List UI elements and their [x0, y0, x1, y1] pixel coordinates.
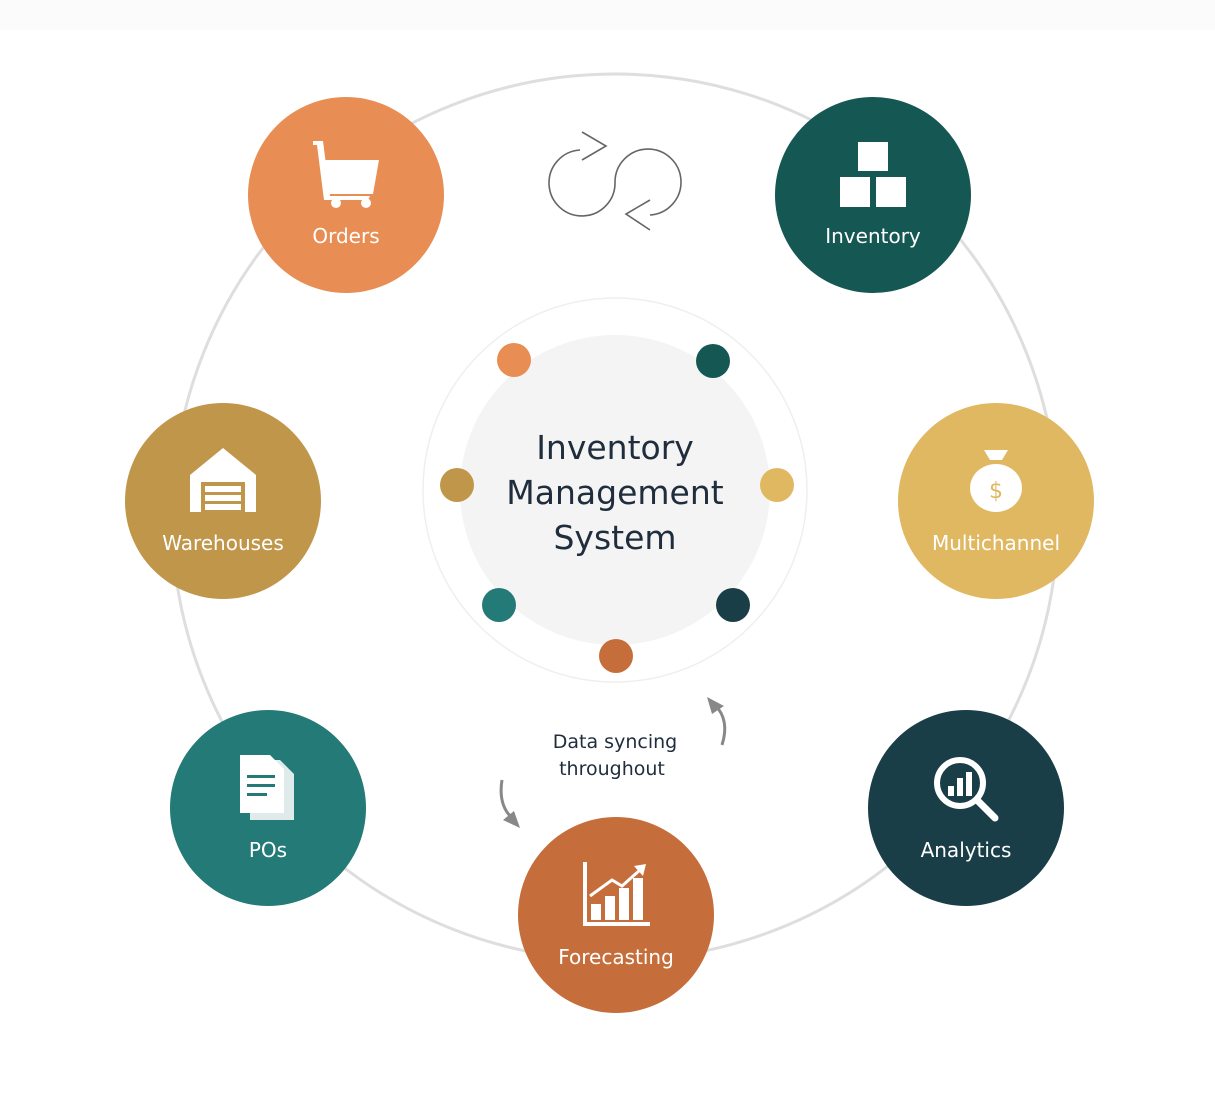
node-circle: [518, 817, 714, 1013]
node-label: POs: [249, 838, 287, 862]
connector-dot: [599, 639, 633, 673]
boxes-icon: [840, 142, 906, 207]
node-label: Analytics: [921, 838, 1012, 862]
node-label: Inventory: [825, 224, 921, 248]
warehouse-icon: [190, 448, 256, 512]
money-bag-icon: $: [970, 450, 1022, 512]
node-label: Forecasting: [558, 945, 674, 969]
connector-dot: [760, 468, 794, 502]
node-warehouses[interactable]: Warehouses: [125, 403, 321, 599]
center-title-line-1: Inventory: [536, 428, 694, 467]
curved-arrow-down-icon: [499, 779, 520, 828]
sync-label-line-2: throughout: [559, 758, 665, 780]
top-band: [0, 0, 1215, 30]
node-inventory[interactable]: Inventory: [775, 97, 971, 293]
sync-cycle-icon: [548, 131, 682, 231]
connector-dot: [716, 588, 750, 622]
node-orders[interactable]: Orders: [248, 97, 444, 293]
sync-label-line-1: Data syncing: [553, 731, 677, 753]
node-analytics[interactable]: Analytics: [868, 710, 1064, 906]
node-forecasting[interactable]: Forecasting: [518, 817, 714, 1013]
shopping-cart-icon: [313, 141, 379, 208]
node-multichannel[interactable]: $ Multichannel: [898, 403, 1094, 599]
growth-chart-icon: [583, 862, 650, 926]
connector-dot: [482, 588, 516, 622]
node-pos[interactable]: POs: [170, 710, 366, 906]
connector-dot: [497, 343, 531, 377]
node-label: Orders: [312, 224, 379, 248]
center-circle: [460, 335, 770, 645]
svg-text:$: $: [989, 479, 1003, 504]
center-title-line-2: Management: [506, 473, 723, 512]
node-circle: [775, 97, 971, 293]
documents-icon: [240, 755, 294, 820]
node-label: Multichannel: [932, 531, 1060, 555]
connector-dot: [696, 344, 730, 378]
center-title-line-3: System: [553, 518, 676, 557]
connector-dot: [440, 468, 474, 502]
node-label: Warehouses: [162, 531, 284, 555]
curved-arrow-up-icon: [707, 697, 727, 746]
analytics-magnifier-icon: [934, 757, 999, 822]
node-circle: [248, 97, 444, 293]
